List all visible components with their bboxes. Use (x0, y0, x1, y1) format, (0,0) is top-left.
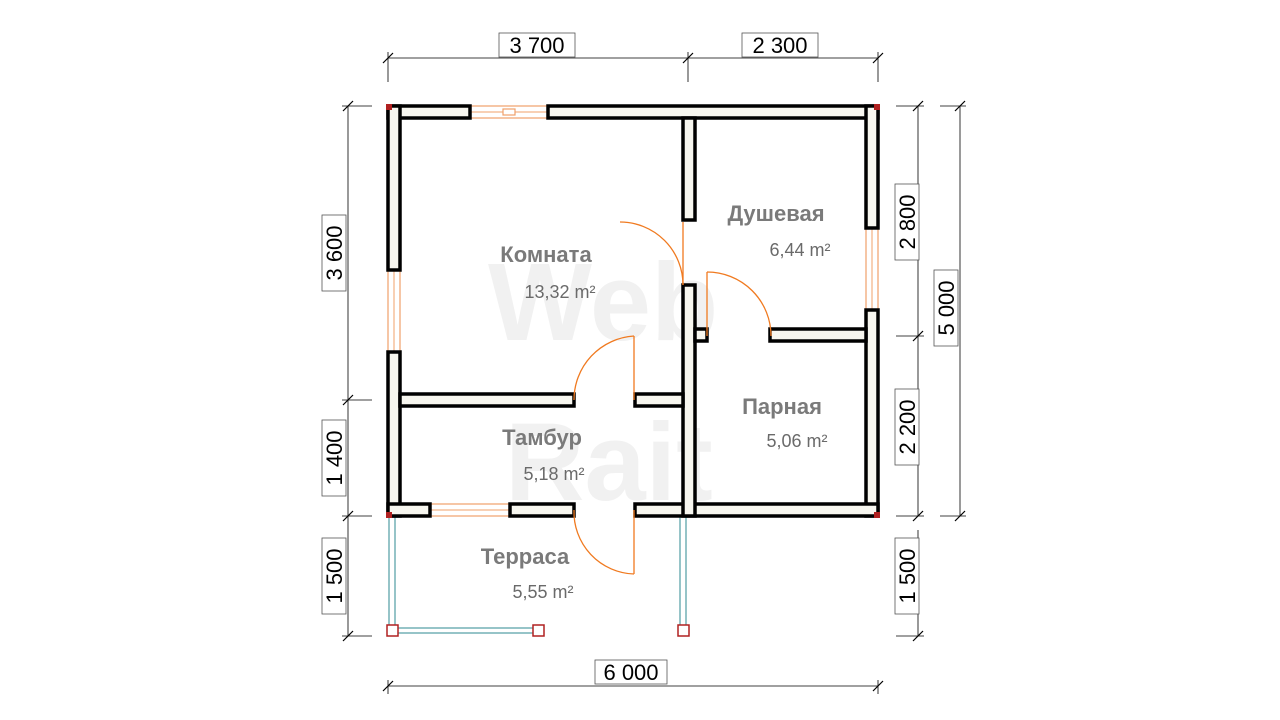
dim-left-upper: 3 600 (322, 225, 347, 280)
room-dushevaya: Душевая 6,44 m² (727, 201, 830, 260)
room-name: Душевая (727, 201, 824, 226)
terrace-post-left (386, 624, 399, 637)
window-bottom (429, 503, 511, 517)
dim-right-upper: 2 800 (895, 194, 920, 249)
terrace-post-middle (532, 624, 545, 637)
dim-left-lower: 1 400 (322, 430, 347, 485)
room-area: 13,32 m² (524, 282, 595, 302)
dim-top-left: 3 700 (509, 33, 564, 58)
room-komnata: Комната 13,32 m² (500, 242, 595, 302)
watermark-line-1: Web (488, 241, 718, 364)
dim-right-total: 5 000 (934, 280, 959, 335)
dim-bottom-total: 6 000 (603, 660, 658, 685)
room-area: 5,18 m² (523, 464, 584, 484)
room-area: 5,55 m² (512, 582, 573, 602)
dimension-left: 3 600 1 400 1 500 (321, 100, 372, 642)
room-name: Парная (742, 394, 822, 419)
room-tambur: Тамбур 5,18 m² (502, 425, 584, 484)
room-parnaya: Парная 5,06 m² (742, 394, 827, 451)
corner-marker-bl (386, 512, 392, 518)
door-entrance (573, 509, 635, 575)
door-shower (619, 221, 684, 286)
dimension-right-inner: 2 800 2 200 1 500 (894, 100, 924, 642)
window-left (387, 269, 401, 353)
dimension-top: 3 700 2 300 (382, 32, 884, 82)
room-area: 5,06 m² (766, 431, 827, 451)
corner-marker-br (874, 512, 880, 518)
dim-right-lower: 2 200 (895, 399, 920, 454)
room-area: 6,44 m² (769, 240, 830, 260)
dim-top-right: 2 300 (752, 33, 807, 58)
walls (386, 104, 880, 518)
dimension-right-outer: 5 000 (933, 100, 966, 522)
room-name: Комната (500, 242, 592, 267)
window-top (469, 105, 549, 119)
terrace-railing (388, 514, 687, 634)
room-name: Тамбур (502, 425, 582, 450)
corner-marker-tr (874, 104, 880, 110)
room-terrasa: Терраса 5,55 m² (481, 544, 574, 602)
dim-right-terrace: 1 500 (895, 548, 920, 603)
window-right (865, 227, 879, 311)
corner-marker-tl (386, 104, 392, 110)
dimension-bottom: 6 000 (382, 659, 884, 694)
terrace-post-right (677, 624, 690, 637)
room-name: Терраса (481, 544, 570, 569)
dim-left-terrace: 1 500 (322, 548, 347, 603)
door-vestibule (573, 335, 635, 401)
door-steam-room (706, 271, 772, 337)
